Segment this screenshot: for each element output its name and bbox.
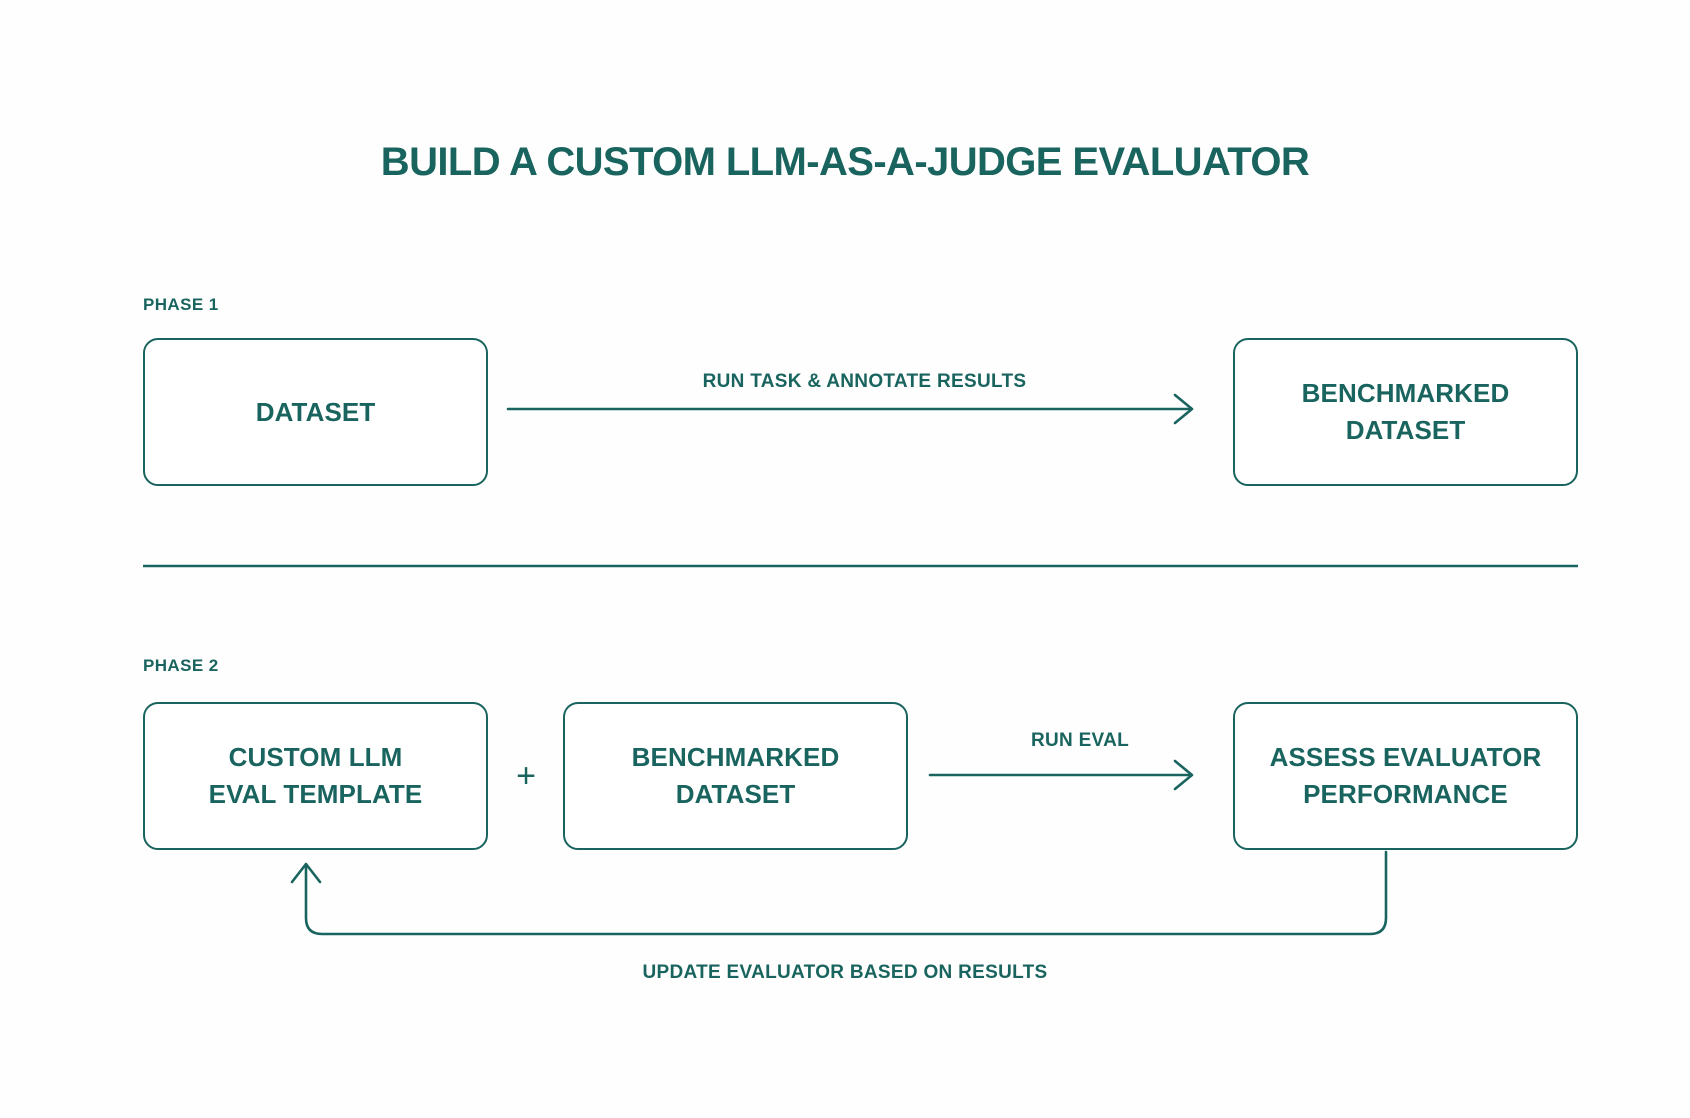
page-title: BUILD A CUSTOM LLM-AS-A-JUDGE EVALUATOR [380,140,1310,184]
plus-operator-icon: + [516,757,536,795]
phase-2-label: PHASE 2 [143,656,219,675]
node-benchmarked-dataset-phase1[interactable]: BENCHMARKED DATASET [1233,338,1578,486]
node-assess-evaluator-performance[interactable]: ASSESS EVALUATOR PERFORMANCE [1233,702,1578,850]
node-custom-llm-eval-template[interactable]: CUSTOM LLM EVAL TEMPLATE [143,702,488,850]
connector-label-update-evaluator: UPDATE EVALUATOR BASED ON RESULTS [642,962,1048,983]
node-custom-llm-eval-template-label: CUSTOM LLM EVAL TEMPLATE [208,742,423,809]
phase-1-label: PHASE 1 [143,295,219,314]
node-dataset[interactable]: DATASET [143,338,488,486]
node-dataset-label: DATASET [255,396,376,427]
node-benchmarked-dataset-phase1-label: BENCHMARKED DATASET [1301,378,1510,445]
connector-label-run-task: RUN TASK & ANNOTATE RESULTS [702,371,1027,392]
node-assess-evaluator-performance-label: ASSESS EVALUATOR PERFORMANCE [1269,742,1542,809]
arrowhead-run-task-icon [1173,393,1194,425]
arrow-line-update-evaluator [304,850,1388,936]
arrowhead-run-eval-icon [1173,759,1194,791]
connector-label-run-eval: RUN EVAL [1030,730,1130,751]
node-benchmarked-dataset-phase2-label: BENCHMARKED DATASET [631,742,840,809]
arrowhead-update-evaluator-icon [290,862,322,884]
node-benchmarked-dataset-phase2[interactable]: BENCHMARKED DATASET [563,702,908,850]
